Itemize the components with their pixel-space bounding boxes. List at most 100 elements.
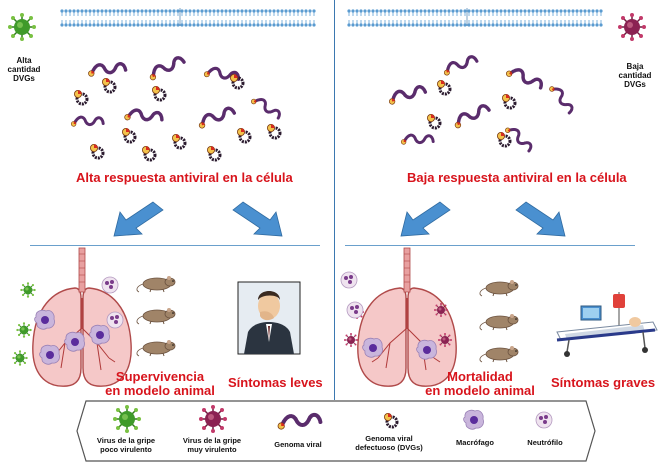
lipid-molecule	[366, 8, 372, 28]
lipid-molecule	[470, 8, 476, 28]
legend: Virus de la gripe poco virulento Virus d…	[86, 404, 586, 460]
lipid-molecule	[370, 8, 376, 28]
lipid-molecule	[123, 8, 129, 28]
right-outcome-human: Síntomas graves	[551, 375, 656, 390]
legend-label-macrophage: Macrófago	[440, 438, 510, 447]
lipid-molecule	[542, 8, 548, 28]
lipid-molecule	[303, 8, 309, 28]
lipid-molecule	[418, 8, 424, 28]
lipid-molecule	[167, 8, 173, 28]
lipid-molecule	[79, 8, 85, 28]
lipid-molecule	[143, 8, 149, 28]
lipid-molecule	[558, 8, 564, 28]
right-response-title: Baja respuesta antiviral en la célula	[407, 170, 627, 185]
legend-label-green-virus: Virus de la gripe poco virulento	[86, 436, 166, 454]
lipid-molecule	[299, 8, 305, 28]
lipid-molecule	[546, 8, 552, 28]
lipid-molecule	[466, 8, 472, 28]
right-cell-membrane	[346, 8, 604, 28]
lipid-molecule	[406, 8, 412, 28]
lipid-molecule	[594, 8, 600, 28]
legend-label-purple-virus: Virus de la gripe muy virulento	[172, 436, 252, 454]
right-outcome-animal: Mortalidad en modelo animal	[415, 370, 545, 398]
lipid-molecule	[107, 8, 113, 28]
lipid-molecule	[494, 8, 500, 28]
legend-item-viral-genome: Genoma viral	[258, 404, 338, 460]
lipid-molecule	[454, 8, 460, 28]
lipid-molecule	[566, 8, 572, 28]
lipid-molecule	[550, 8, 556, 28]
lipid-molecule	[382, 8, 388, 28]
lipid-molecule	[374, 8, 380, 28]
lipid-molecule	[446, 8, 452, 28]
lipid-molecule	[103, 8, 109, 28]
green-virus-icon	[112, 404, 142, 434]
lipid-molecule	[386, 8, 392, 28]
lipid-molecule	[59, 8, 65, 28]
lipid-molecule	[231, 8, 237, 28]
left-outcome-animal-line2: en modelo animal	[105, 383, 215, 398]
lipid-molecule	[486, 8, 492, 28]
lipid-molecule	[462, 8, 468, 28]
lipid-molecule	[506, 8, 512, 28]
lipid-molecule	[430, 8, 436, 28]
lipid-molecule	[127, 8, 133, 28]
lipid-molecule	[378, 8, 384, 28]
viral-genome-icon	[276, 410, 326, 434]
lipid-molecule	[219, 8, 225, 28]
lipid-molecule	[458, 8, 464, 28]
lipid-molecule	[139, 8, 145, 28]
lipid-molecule	[438, 8, 444, 28]
lipid-molecule	[195, 8, 201, 28]
lipid-molecule	[115, 8, 121, 28]
right-arrow-down-left	[400, 201, 451, 237]
lipid-molecule	[350, 8, 356, 28]
lipid-molecule	[358, 8, 364, 28]
lipid-molecule	[311, 8, 317, 28]
lipid-molecule	[362, 8, 368, 28]
right-virus-label: Baja cantidad DVGs	[618, 62, 652, 89]
lipid-molecule	[474, 8, 480, 28]
lipid-molecule	[283, 8, 289, 28]
lipid-molecule	[434, 8, 440, 28]
lipid-molecule	[442, 8, 448, 28]
legend-label-line: Genoma viral	[274, 440, 322, 449]
legend-label-line: defectuoso (DVGs)	[355, 443, 423, 452]
lipid-molecule	[410, 8, 416, 28]
lipid-molecule	[574, 8, 580, 28]
left-genome-cluster	[69, 54, 284, 162]
lipid-molecule	[498, 8, 504, 28]
lipid-molecule	[247, 8, 253, 28]
lipid-molecule	[518, 8, 524, 28]
lipid-molecule	[279, 8, 285, 28]
lipid-molecule	[590, 8, 596, 28]
lipid-molecule	[426, 8, 432, 28]
lipid-molecule	[307, 8, 313, 28]
lipid-molecule	[171, 8, 177, 28]
lipid-molecule	[215, 8, 221, 28]
lipid-molecule	[346, 8, 352, 28]
lipid-molecule	[179, 8, 185, 28]
lipid-molecule	[291, 8, 297, 28]
lipid-molecule	[211, 8, 217, 28]
lipid-molecule	[271, 8, 277, 28]
lipid-molecule	[155, 8, 161, 28]
left-neutrophils	[101, 276, 124, 329]
lipid-molecule	[87, 8, 93, 28]
left-section-rule	[30, 245, 320, 246]
lipid-molecule	[510, 8, 516, 28]
legend-label-line: Virus de la gripe	[96, 436, 156, 445]
lipid-molecule	[478, 8, 484, 28]
left-cell-membrane	[59, 8, 317, 28]
lipid-molecule	[227, 8, 233, 28]
legend-label-dvg: Genoma viral defectuoso (DVGs)	[344, 434, 434, 452]
lipid-molecule	[263, 8, 269, 28]
lipid-molecule	[534, 8, 540, 28]
left-outcome-animal: Supervivencia en modelo animal	[100, 370, 220, 398]
left-outcome-human: Síntomas leves	[228, 375, 323, 390]
lipid-molecule	[203, 8, 209, 28]
lipid-molecule	[91, 8, 97, 28]
lipid-molecule	[598, 8, 604, 28]
lipid-molecule	[354, 8, 360, 28]
left-arrow-down-left	[113, 201, 164, 237]
